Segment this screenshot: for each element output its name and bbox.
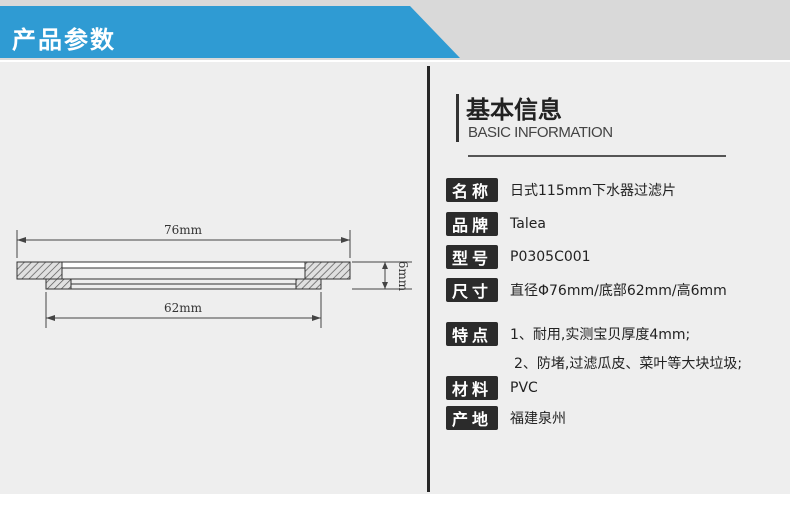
inner-dimension-line — [45, 292, 322, 328]
vertical-divider — [427, 66, 430, 492]
spec-label: 材料 — [446, 376, 498, 400]
spec-label: 产地 — [446, 406, 498, 430]
spec-value: PVC — [510, 380, 538, 396]
height-dimension-line — [352, 261, 412, 290]
spec-value: Talea — [510, 216, 546, 232]
spec-label: 品牌 — [446, 212, 498, 236]
spec-value: 1、耐用,实测宝贝厚度4mm; — [510, 327, 691, 343]
spec-row-name: 名称 日式115mm下水器过滤片 — [446, 178, 676, 202]
spec-row-model: 型号 P0305C001 — [446, 245, 591, 269]
spec-label: 名称 — [446, 178, 498, 202]
height-dimension-label: 6mm — [396, 261, 410, 292]
spec-row-features: 特点 1、耐用,实测宝贝厚度4mm; — [446, 322, 690, 346]
spec-label: 尺寸 — [446, 278, 498, 302]
spec-row-brand: 品牌 Talea — [446, 212, 546, 236]
spec-label: 型号 — [446, 245, 498, 269]
spec-value: P0305C001 — [510, 249, 591, 265]
spec-row-origin: 产地 福建泉州 — [446, 406, 566, 430]
spec-value: 日式115mm下水器过滤片 — [510, 183, 676, 199]
spec-row-size: 尺寸 直径Φ76mm/底部62mm/高6mm — [446, 278, 727, 302]
spec-label: 特点 — [446, 322, 498, 346]
heading-accent-bar — [456, 94, 459, 142]
heading-rule — [468, 155, 726, 157]
content-panel — [0, 62, 790, 494]
spec-value: 直径Φ76mm/底部62mm/高6mm — [510, 283, 727, 299]
page-title: 产品参数 — [12, 26, 116, 54]
filter-section — [16, 261, 351, 290]
cross-section-drawing: 76mm 6mm 62mm — [16, 223, 412, 328]
spec-value: 福建泉州 — [510, 411, 566, 427]
header-banner: 产品参数 — [0, 6, 460, 58]
info-title: 基本信息 — [466, 96, 562, 124]
info-subtitle: BASIC INFORMATION — [468, 124, 613, 141]
outer-dimension-label: 76mm — [164, 223, 203, 237]
inner-dimension-label: 62mm — [164, 301, 203, 315]
spec-value-continued: 2、防堵,过滤瓜皮、菜叶等大块垃圾; — [514, 356, 743, 372]
spec-row-material: 材料 PVC — [446, 376, 538, 400]
outer-dimension-line — [16, 230, 351, 258]
